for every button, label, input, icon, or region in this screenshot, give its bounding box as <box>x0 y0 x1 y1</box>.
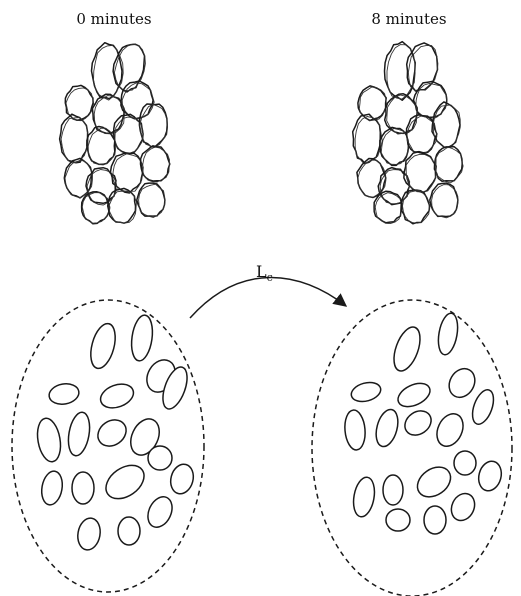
cell-ellipse <box>65 411 92 458</box>
cell-ellipse <box>93 415 131 452</box>
cell-ellipse <box>444 364 480 402</box>
cell-ellipse <box>468 387 497 427</box>
cell-ellipse <box>97 380 136 412</box>
cell-ellipse <box>86 321 119 371</box>
cell-outline-trace <box>436 147 464 183</box>
cell-outline-trace <box>406 154 436 192</box>
cell-outline-trace <box>139 184 165 217</box>
cell-ellipse <box>75 516 102 551</box>
cell-outline-trace <box>403 191 430 224</box>
arrow-label: Lc <box>256 262 273 284</box>
cell-ellipse <box>400 406 436 440</box>
cell-ellipse <box>394 379 433 411</box>
cell-cluster-8-minutes <box>353 42 463 224</box>
cell-outline-trace <box>140 104 168 147</box>
cell-outline <box>385 42 416 100</box>
arrow-label-main: L <box>256 262 267 281</box>
cell-outline <box>137 183 165 216</box>
cell-ellipse <box>389 324 425 375</box>
cell-ellipse <box>383 475 403 505</box>
cell-outline-trace <box>61 118 88 163</box>
cell-ellipse <box>167 462 196 497</box>
cell-ellipse <box>432 410 468 451</box>
cell-ellipse <box>343 409 366 451</box>
cell-ellipse <box>143 493 176 531</box>
cell-ellipse <box>351 476 378 519</box>
cell-ellipse <box>100 458 150 505</box>
cell-ellipse <box>454 451 476 475</box>
cell-outline <box>141 146 170 181</box>
cell-group-right <box>343 312 504 534</box>
cell-outline-trace <box>375 193 402 224</box>
arrow-label-subscript: c <box>267 271 273 284</box>
cell-ellipse <box>372 407 401 449</box>
cell-ellipse <box>386 509 410 531</box>
cell-ellipse <box>412 461 456 503</box>
cell-group-left <box>34 314 196 552</box>
cell-ellipse <box>424 506 446 534</box>
time-label-0-minutes: 0 minutes <box>76 10 151 28</box>
cell-ellipse <box>34 416 63 463</box>
cell-ellipse <box>148 446 172 470</box>
cell-ellipse <box>447 490 479 525</box>
cell-outline-trace <box>113 154 144 192</box>
cell-ellipse <box>72 472 94 504</box>
cell-ellipse <box>475 459 504 494</box>
cell-ellipse <box>129 314 155 362</box>
cell-ellipse <box>47 382 80 407</box>
time-label-8-minutes: 8 minutes <box>371 10 446 28</box>
cell-cluster-0-minutes <box>60 43 170 224</box>
cell-outline <box>353 114 381 163</box>
cell-ellipse <box>118 517 140 545</box>
cell-ellipse <box>349 379 383 404</box>
cell-ellipse <box>39 470 65 507</box>
cell-outline-trace <box>88 128 116 165</box>
cell-outline-trace <box>381 128 408 164</box>
cell-ellipse <box>435 312 460 356</box>
cell-outline-trace <box>416 83 447 119</box>
cell-outline-trace <box>94 96 124 134</box>
